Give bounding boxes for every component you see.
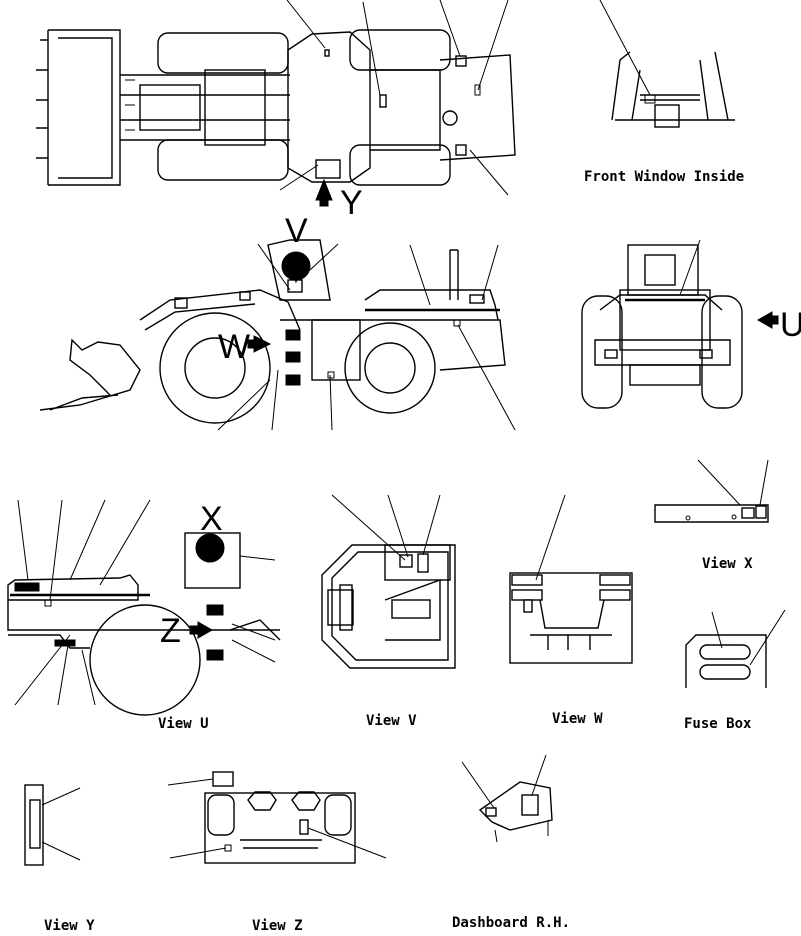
view-u-drawing xyxy=(7,499,281,716)
view-x-arrow xyxy=(199,539,219,563)
marker-w: W xyxy=(218,328,250,366)
view-y-drawing xyxy=(24,784,81,866)
marker-v: V xyxy=(285,212,308,250)
caption-view-u: View U xyxy=(158,716,209,732)
view-x-drawing xyxy=(654,459,769,523)
view-z-drawing xyxy=(167,771,387,864)
caption-view-y: View Y xyxy=(44,918,95,934)
caption-fuse-box: Fuse Box xyxy=(684,716,752,732)
view-y-arrow xyxy=(315,178,333,207)
view-w-drawing xyxy=(509,494,633,664)
caption-view-v: View V xyxy=(366,713,417,729)
view-u-arrow xyxy=(756,311,779,329)
caption-dashboard-rh: Dashboard R.H. xyxy=(452,915,570,931)
caption-front-window-inside: Front Window Inside xyxy=(584,169,744,185)
view-v-arrow xyxy=(287,255,305,284)
loader-top-view xyxy=(36,0,516,196)
caption-view-x: View X xyxy=(702,556,753,572)
view-w-arrow xyxy=(247,335,272,353)
front-window-inside xyxy=(599,0,735,128)
view-z-arrow xyxy=(189,621,214,639)
caption-view-z: View Z xyxy=(252,918,303,934)
caption-view-w: View W xyxy=(552,711,603,727)
fuse-box-drawing xyxy=(685,609,786,688)
marker-u: U xyxy=(780,306,801,344)
marker-y: Y xyxy=(340,184,363,222)
loader-rear-view xyxy=(581,239,743,409)
marker-x: X xyxy=(200,500,223,538)
marker-z: Z xyxy=(160,612,181,650)
dashboard-rh-drawing xyxy=(461,754,553,843)
loader-side-view xyxy=(39,239,516,431)
view-v-drawing xyxy=(321,494,456,669)
